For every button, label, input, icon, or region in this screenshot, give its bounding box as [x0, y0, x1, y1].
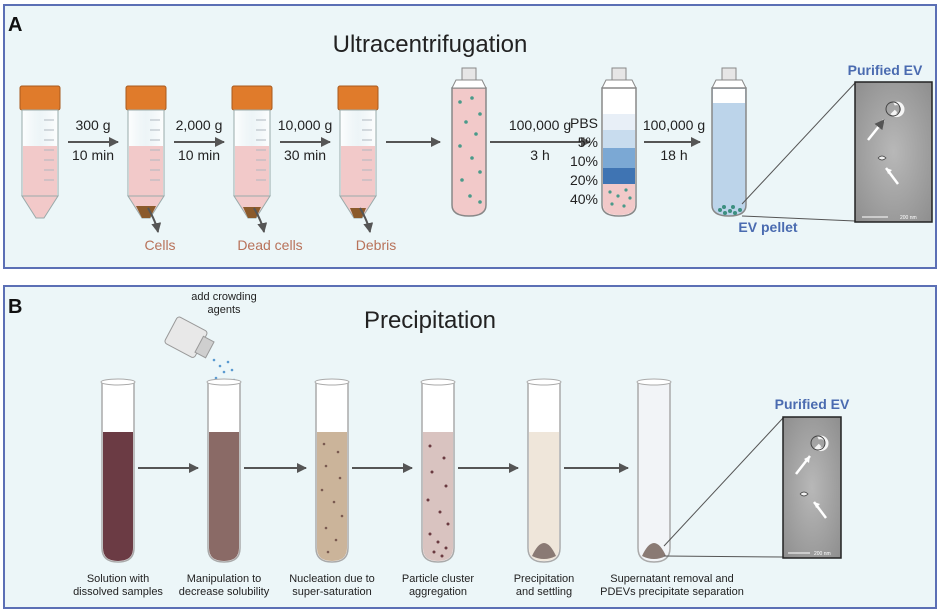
ev-pellet-label: EV pellet — [738, 219, 797, 235]
test-tube-6 — [636, 378, 672, 563]
em-image-a: 200 nm — [854, 81, 933, 223]
zoom-line-top-a — [741, 82, 856, 205]
gradient-pbs: PBS — [570, 115, 598, 131]
caption-4-line2: aggregation — [409, 586, 467, 598]
step-5-time: 18 h — [660, 147, 687, 163]
step-3-time: 30 min — [284, 147, 326, 163]
test-tube-2 — [206, 378, 242, 563]
conical-tube-1 — [19, 85, 61, 219]
agent-label-line1: add crowding — [191, 291, 256, 303]
panel-a: A Ultracentrifugation — [3, 4, 937, 269]
test-tube-4 — [420, 378, 456, 563]
panel-b: B Precipitation add crowding agents — [3, 285, 937, 609]
step-4-time: 3 h — [530, 147, 549, 163]
step-4-speed: 100,000 g — [509, 117, 571, 133]
step-5-speed: 100,000 g — [643, 117, 705, 133]
zoom-line-bottom-b — [663, 555, 784, 558]
scale-bar-b: 200 nm — [814, 551, 831, 557]
step-1-time: 10 min — [72, 147, 114, 163]
caption-3-line2: super-saturation — [292, 586, 372, 598]
gradient-40: 40% — [570, 191, 598, 207]
arrow-waste-3 — [359, 207, 374, 233]
zoom-line-bottom-a — [741, 215, 856, 222]
waste-dead-cells: Dead cells — [237, 237, 302, 253]
conical-tube-3 — [231, 85, 273, 219]
purified-ev-label-b: Purified EV — [775, 396, 850, 412]
gradient-5: 5% — [578, 134, 598, 150]
pellet-tube — [711, 67, 747, 217]
waste-cells: Cells — [144, 237, 175, 253]
step-1-speed: 300 g — [75, 117, 110, 133]
ultra-tube-1 — [451, 67, 487, 217]
panel-b-title: Precipitation — [364, 307, 496, 334]
em-image-b: 200 nm — [782, 416, 842, 559]
caption-1-line2: dissolved samples — [73, 586, 163, 598]
step-2-time: 10 min — [178, 147, 220, 163]
test-tube-1 — [100, 378, 136, 563]
panel-a-title: Ultracentrifugation — [333, 31, 528, 58]
panel-a-letter: A — [8, 14, 22, 36]
caption-2-line2: decrease solubility — [179, 586, 270, 598]
conical-tube-4 — [337, 85, 379, 219]
caption-6-line1: Supernatant removal and — [610, 573, 734, 585]
caption-5-line1: Precipitation — [514, 573, 575, 585]
crowding-agent-bottle — [164, 316, 215, 359]
arrow-waste-2 — [253, 207, 268, 233]
conical-tube-2 — [125, 85, 167, 219]
test-tube-3 — [314, 378, 350, 563]
ev-dots-1 — [458, 96, 482, 204]
gradient-tube — [601, 67, 637, 217]
caption-4-line1: Particle cluster — [402, 573, 474, 585]
caption-5-line2: and settling — [516, 586, 572, 598]
caption-2-line1: Manipulation to — [187, 573, 262, 585]
waste-debris: Debris — [356, 237, 396, 253]
agent-label-line2: agents — [207, 304, 241, 316]
caption-3-line1: Nucleation due to — [289, 573, 375, 585]
test-tube-5 — [526, 378, 562, 563]
caption-6-line2: PDEVs precipitate separation — [600, 586, 744, 598]
step-3-speed: 10,000 g — [278, 117, 333, 133]
panel-b-letter: B — [8, 296, 22, 318]
ev-pellet-dots — [718, 205, 742, 215]
gradient-10: 10% — [570, 153, 598, 169]
arrow-waste-1 — [147, 207, 162, 233]
panel-b-border — [3, 285, 937, 609]
zoom-line-top-b — [663, 417, 784, 547]
caption-1-line1: Solution with — [87, 573, 149, 585]
step-2-speed: 2,000 g — [176, 117, 223, 133]
gradient-20: 20% — [570, 172, 598, 188]
purified-ev-label-a: Purified EV — [848, 62, 923, 78]
scale-bar-a: 200 nm — [900, 215, 917, 221]
